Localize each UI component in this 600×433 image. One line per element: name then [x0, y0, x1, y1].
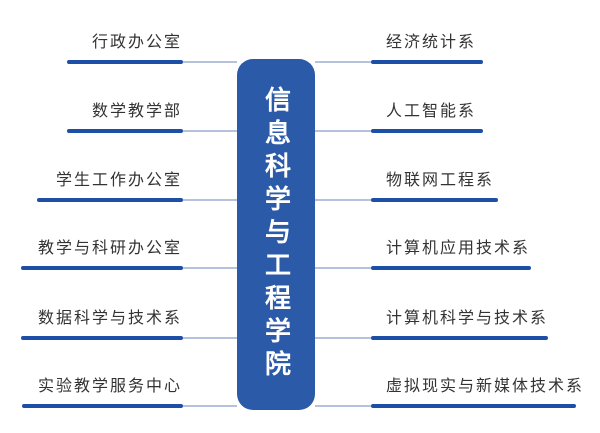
underline: [371, 336, 548, 340]
department-label: 数学教学部: [91, 101, 182, 120]
department-label: 计算机科学与技术系: [386, 308, 549, 327]
department-label: 虚拟现实与新媒体技术系: [386, 376, 585, 395]
department-label: 行政办公室: [91, 32, 182, 51]
department-label: 学生工作办公室: [55, 170, 182, 189]
underline: [371, 404, 576, 408]
connector-line: [183, 199, 237, 201]
underline: [371, 129, 483, 133]
connector-line: [315, 61, 371, 63]
connector-line: [183, 337, 237, 339]
underline: [22, 404, 183, 408]
connector-line: [183, 130, 237, 132]
department-label: 经济统计系: [386, 32, 477, 51]
connector-line: [183, 61, 237, 63]
connector-line: [315, 199, 371, 201]
department-label: 计算机应用技术系: [386, 238, 531, 257]
department-label: 物联网工程系: [386, 170, 495, 189]
department-label: 数据科学与技术系: [37, 308, 182, 327]
connector-line: [315, 267, 371, 269]
connector-line: [315, 130, 371, 132]
department-label: 实验教学服务中心: [37, 376, 182, 395]
connector-line: [183, 267, 237, 269]
department-label: 教学与科研办公室: [37, 238, 182, 257]
underline: [371, 60, 483, 64]
underline: [371, 198, 498, 202]
underline: [21, 266, 183, 270]
underline: [37, 198, 183, 202]
connector-line: [315, 405, 371, 407]
department-label: 人工智能系: [386, 101, 477, 120]
connector-line: [315, 337, 371, 339]
underline: [67, 129, 183, 133]
underline: [371, 266, 531, 270]
center-node: 信息科学与工程学院: [237, 59, 315, 410]
college-title: 信息科学与工程学院: [260, 86, 291, 383]
connector-line: [183, 405, 237, 407]
underline: [67, 60, 183, 64]
underline: [21, 336, 183, 340]
